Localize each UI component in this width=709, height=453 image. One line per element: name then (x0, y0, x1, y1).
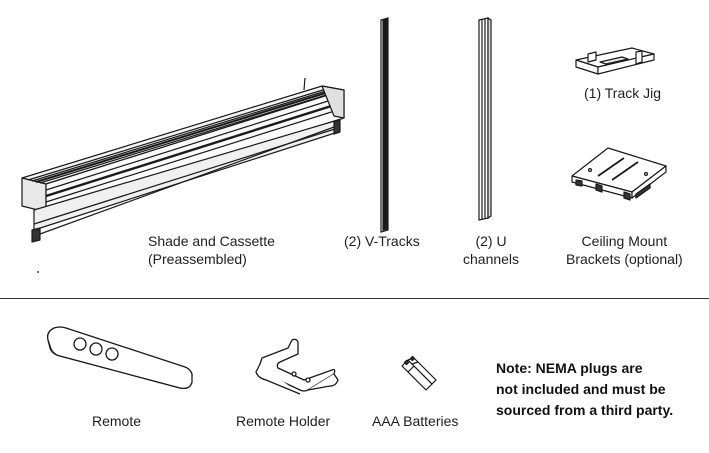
caption-line: Remote (92, 413, 142, 429)
caption-line: (Preassembled) (148, 251, 247, 267)
shade-cassette-icon (18, 72, 358, 273)
ceiling-bracket-icon (566, 140, 670, 206)
caption-u-channels: (2) U channels (463, 232, 519, 268)
caption-line: Ceiling Mount (581, 233, 668, 249)
nema-plug-note: Note: NEMA plugs are not included and mu… (496, 358, 673, 421)
caption-v-tracks: (2) V-Tracks (344, 232, 420, 250)
note-line: Note: NEMA plugs are (496, 360, 643, 376)
caption-batteries: AAA Batteries (372, 412, 458, 430)
v-track-icon (377, 16, 393, 234)
caption-line: Brackets (optional) (566, 251, 683, 267)
track-jig-icon (570, 40, 658, 82)
caption-line: (2) U (475, 233, 507, 249)
u-channel-icon (476, 16, 494, 222)
caption-line: AAA Batteries (372, 413, 459, 429)
batteries-icon (396, 354, 440, 398)
remote-holder-icon (248, 336, 340, 400)
caption-remote: Remote (92, 412, 141, 430)
caption-shade-cassette: Shade and Cassette (Preassembled) (148, 232, 275, 268)
caption-line: Remote Holder (236, 413, 331, 429)
caption-line: channels (463, 251, 520, 267)
caption-track-jig: (1) Track Jig (584, 84, 661, 102)
caption-remote-holder: Remote Holder (236, 412, 330, 430)
remote-icon (40, 318, 200, 398)
caption-ceiling-brackets: Ceiling Mount Brackets (optional) (566, 232, 683, 268)
note-line: sourced from a third party. (496, 402, 674, 418)
caption-line: (1) Track Jig (584, 85, 662, 101)
section-divider (0, 298, 709, 299)
caption-line: Shade and Cassette (148, 233, 275, 249)
note-line: not included and must be (496, 381, 666, 397)
caption-line: (2) V-Tracks (344, 233, 420, 249)
